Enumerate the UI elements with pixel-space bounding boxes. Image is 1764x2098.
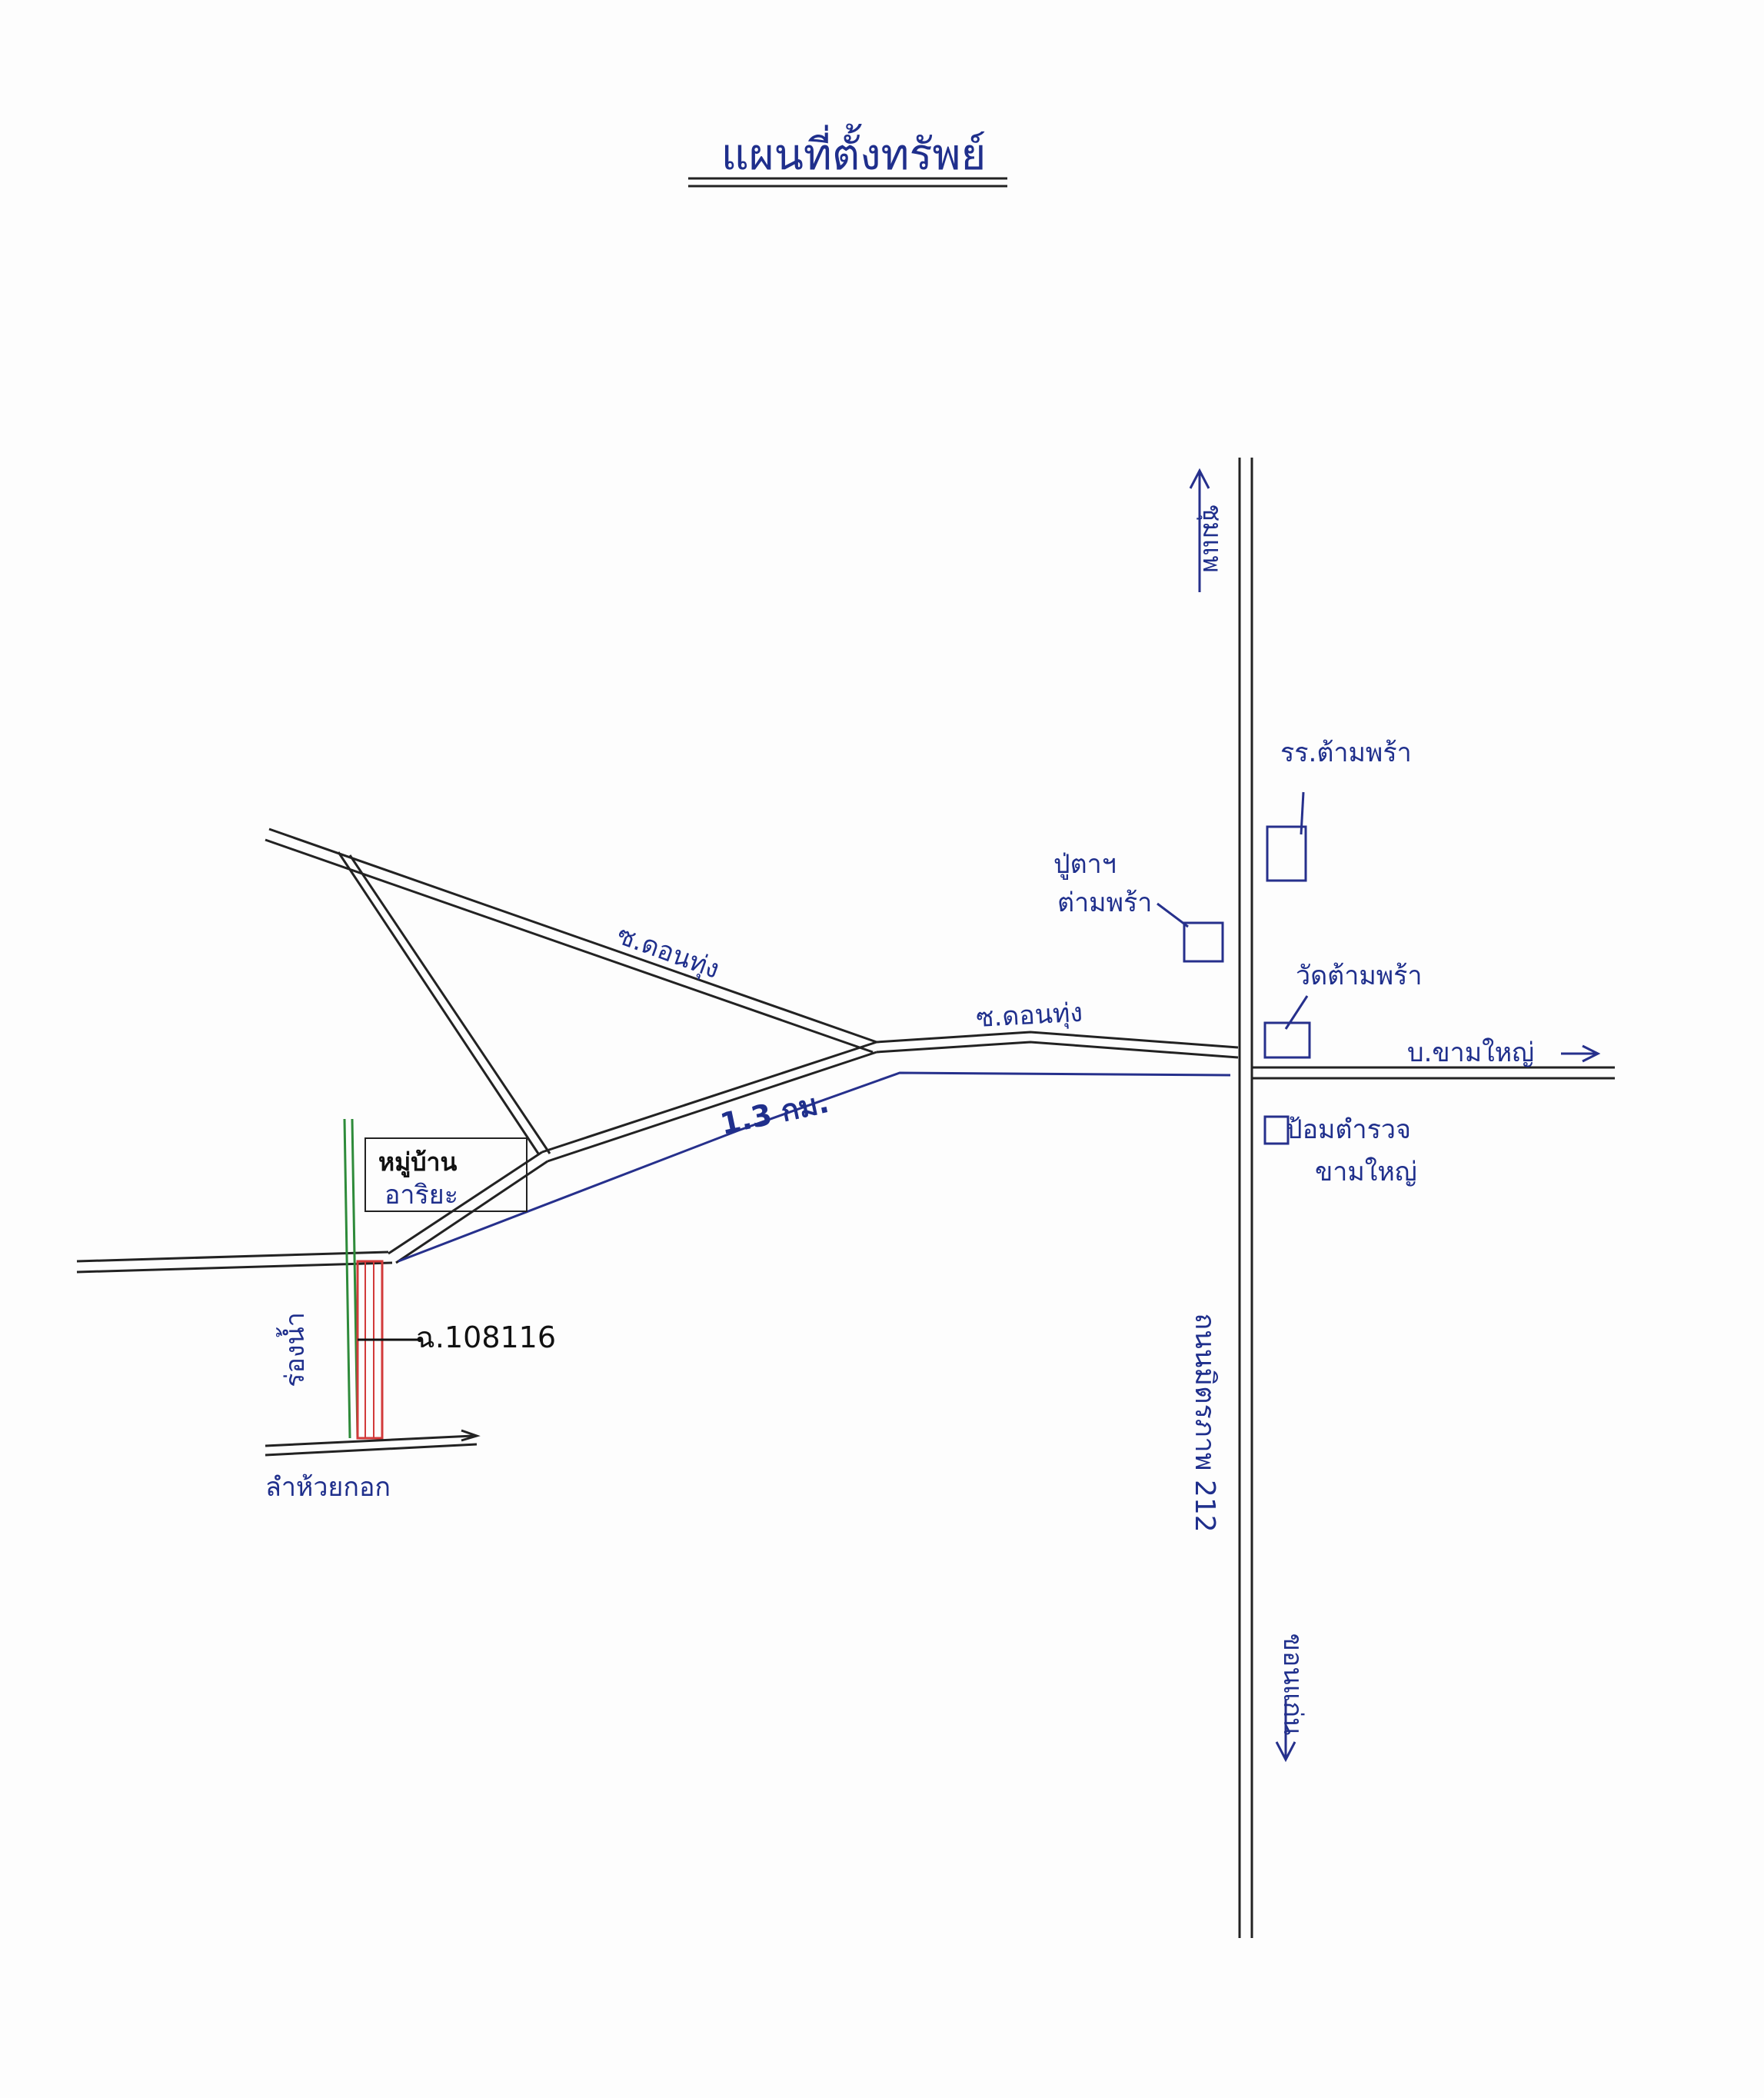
village-label-2: อาริยะ (384, 1180, 458, 1211)
highway-label: ถนนมิตรภาพ 212 (1189, 1313, 1220, 1532)
school-pointer (1300, 791, 1305, 835)
east-village-label: บ.ขามใหญ่ (1407, 1037, 1534, 1068)
police-label-2: ขามใหญ่ (1315, 1157, 1417, 1187)
soi-don-thung-road (876, 1031, 1239, 1059)
south-direction-label: ขอนแก่น (1277, 1633, 1308, 1736)
temple-label: วัดต้ามพร้า (1296, 961, 1423, 991)
map-title: แผนที่ตั้งทรัพย์ (721, 124, 987, 180)
soi-diagonal-label: ซ.ดอนทุ่ง (613, 920, 724, 985)
west-road (76, 1250, 393, 1274)
subdistrict-office-label-2: ต่ามพร้า (1057, 887, 1152, 918)
north-direction-label: ชุมแพ (1197, 504, 1227, 573)
school-marker (1266, 825, 1307, 882)
highway-road (1238, 458, 1253, 1938)
subdistrict-office-marker (1183, 921, 1224, 963)
police-label-1: ป้อมตำรวจ (1286, 1114, 1411, 1145)
temple-pointer (1284, 995, 1309, 1030)
parcel-label: ฉ.108116 (415, 1320, 556, 1354)
soi-main-label: ซ.ดอนทุ่ง (975, 997, 1083, 1034)
connector-road (541, 1041, 877, 1163)
east-road (1252, 1066, 1615, 1080)
temple-marker (1263, 1021, 1311, 1059)
south-arrow-icon (1275, 1700, 1296, 1763)
creek (265, 1429, 481, 1457)
village-box (364, 1137, 528, 1212)
creek-label: ลำห้วยกอก (265, 1472, 391, 1503)
distance-label: 1.3 กม. (717, 1085, 832, 1141)
north-arrow-icon (1189, 468, 1210, 592)
parcel-marker (356, 1260, 384, 1440)
distance-route-line (398, 1071, 1231, 1263)
soi-diagonal-road (265, 828, 877, 1054)
village-label-1: หมู่บ้าน (378, 1147, 457, 1178)
canal-label: ร่องน้ำ (276, 1312, 311, 1387)
subdistrict-office-pointer (1157, 902, 1189, 928)
canal (343, 1118, 359, 1439)
east-arrow-icon (1561, 1044, 1601, 1063)
school-label: รร.ต้ามพร้า (1280, 738, 1412, 768)
branch-road (337, 851, 551, 1154)
subdistrict-office-label-1: ปู่ตาฯ (1053, 849, 1117, 880)
police-marker (1263, 1115, 1290, 1145)
